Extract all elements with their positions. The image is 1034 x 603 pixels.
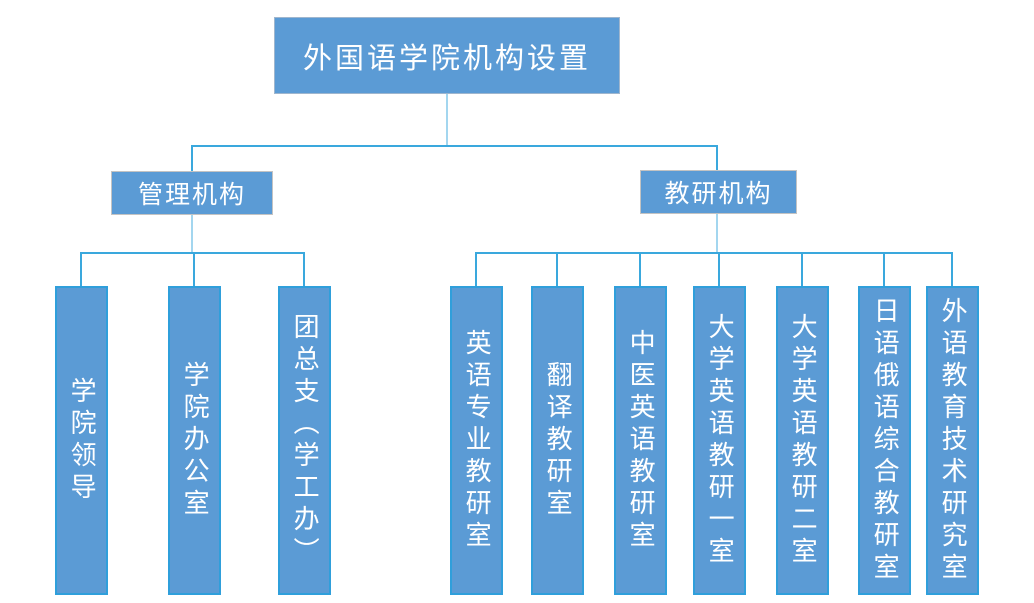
node-dept-label: 大学英语教研二室 xyxy=(788,312,819,569)
node-dept-label: 学院办公室 xyxy=(180,360,211,521)
connector-branch0-hline xyxy=(80,252,305,254)
connector-dept-stub xyxy=(883,252,885,286)
node-dept-tcm-english: 中医英语教研室 xyxy=(614,286,667,595)
connector-branch1-stub xyxy=(716,145,718,171)
connector-dept-stub xyxy=(193,252,195,286)
connector-dept-stub xyxy=(801,252,803,286)
node-dept-translation: 翻译教研室 xyxy=(531,286,584,595)
node-dept-college-english-1: 大学英语教研一室 xyxy=(693,286,746,595)
connector-branch1-drop xyxy=(716,214,718,253)
node-dept-college-english-2: 大学英语教研二室 xyxy=(776,286,829,595)
connector-level1-hline xyxy=(191,145,718,147)
connector-dept-stub xyxy=(639,252,641,286)
node-dept-label: 英语专业教研室 xyxy=(462,328,493,553)
node-branch-teaching-research-label: 教研机构 xyxy=(664,180,773,208)
node-branch-teaching-research: 教研机构 xyxy=(640,170,797,214)
connector-branch0-stub xyxy=(191,145,193,172)
node-branch-management: 管理机构 xyxy=(111,171,273,215)
connector-branch1-hline xyxy=(475,252,953,254)
node-dept-label: 日语俄语综合教研室 xyxy=(870,296,901,585)
connector-branch0-drop xyxy=(191,214,193,253)
node-root-label: 外国语学院机构设置 xyxy=(302,42,591,75)
connector-dept-stub xyxy=(475,252,477,286)
node-branch-management-label: 管理机构 xyxy=(137,181,246,209)
node-dept-label: 翻译教研室 xyxy=(543,360,574,521)
connector-dept-stub xyxy=(718,252,720,286)
node-dept-fl-education-tech: 外语教育技术研究室 xyxy=(926,286,979,595)
connector-dept-stub xyxy=(556,252,558,286)
node-dept-label: 团总支（学工办） xyxy=(290,312,321,569)
node-dept-college-leadership: 学院领导 xyxy=(55,286,108,595)
node-dept-label: 中医英语教研室 xyxy=(626,328,657,553)
node-dept-label: 大学英语教研一室 xyxy=(705,312,736,569)
node-dept-label: 外语教育技术研究室 xyxy=(938,296,969,585)
node-dept-youth-league: 团总支（学工办） xyxy=(278,286,331,595)
connector-dept-stub xyxy=(303,252,305,286)
node-root: 外国语学院机构设置 xyxy=(274,17,620,94)
node-dept-english-major: 英语专业教研室 xyxy=(450,286,503,595)
connector-root-drop xyxy=(446,94,448,146)
node-dept-japanese-russian: 日语俄语综合教研室 xyxy=(858,286,911,595)
node-dept-label: 学院领导 xyxy=(67,376,98,505)
node-dept-college-office: 学院办公室 xyxy=(168,286,221,595)
connector-dept-stub xyxy=(80,252,82,286)
connector-dept-stub xyxy=(951,252,953,286)
